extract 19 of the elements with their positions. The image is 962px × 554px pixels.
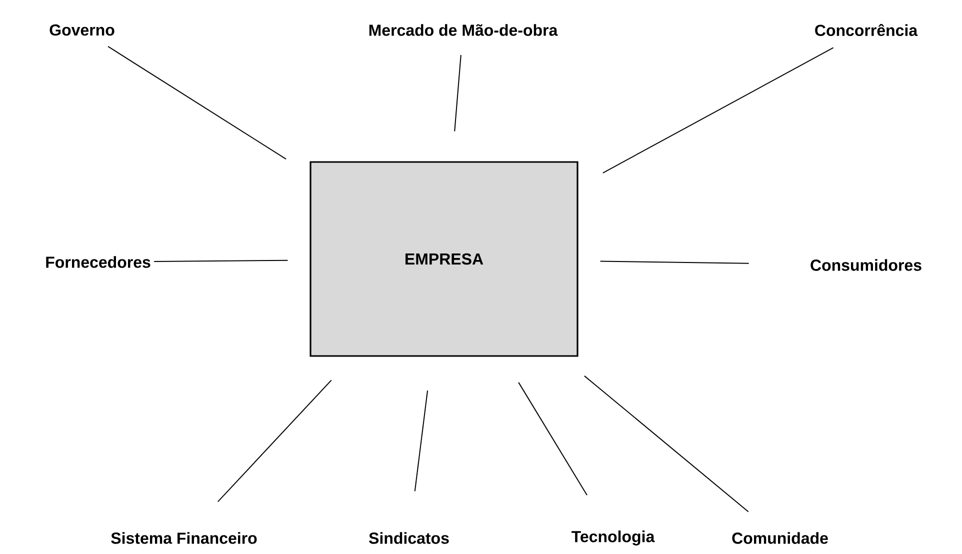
connector-line (217, 380, 332, 502)
connector-line (518, 382, 588, 496)
stakeholder-label: Mercado de Mão-de-obra (369, 24, 558, 36)
stakeholder-label: Governo (50, 24, 114, 36)
connector-line (454, 54, 462, 132)
connector-line (108, 46, 287, 160)
stakeholder-label: Consumidores (810, 259, 922, 271)
stakeholder-label: Fornecedores (46, 256, 150, 268)
company-box: EMPRESA (310, 161, 578, 357)
connector-line (600, 260, 750, 264)
connector-line (584, 375, 749, 512)
stakeholder-label: Sistema Financeiro (111, 532, 257, 544)
stakeholder-label: Sindicatos (369, 532, 449, 544)
connector-line (602, 47, 834, 174)
stakeholder-label: Tecnologia (572, 530, 655, 546)
connector-line (154, 260, 288, 262)
stakeholder-label: Concorrência (815, 24, 918, 36)
stakeholder-label: Comunidade (732, 532, 828, 544)
connector-line (414, 390, 428, 492)
